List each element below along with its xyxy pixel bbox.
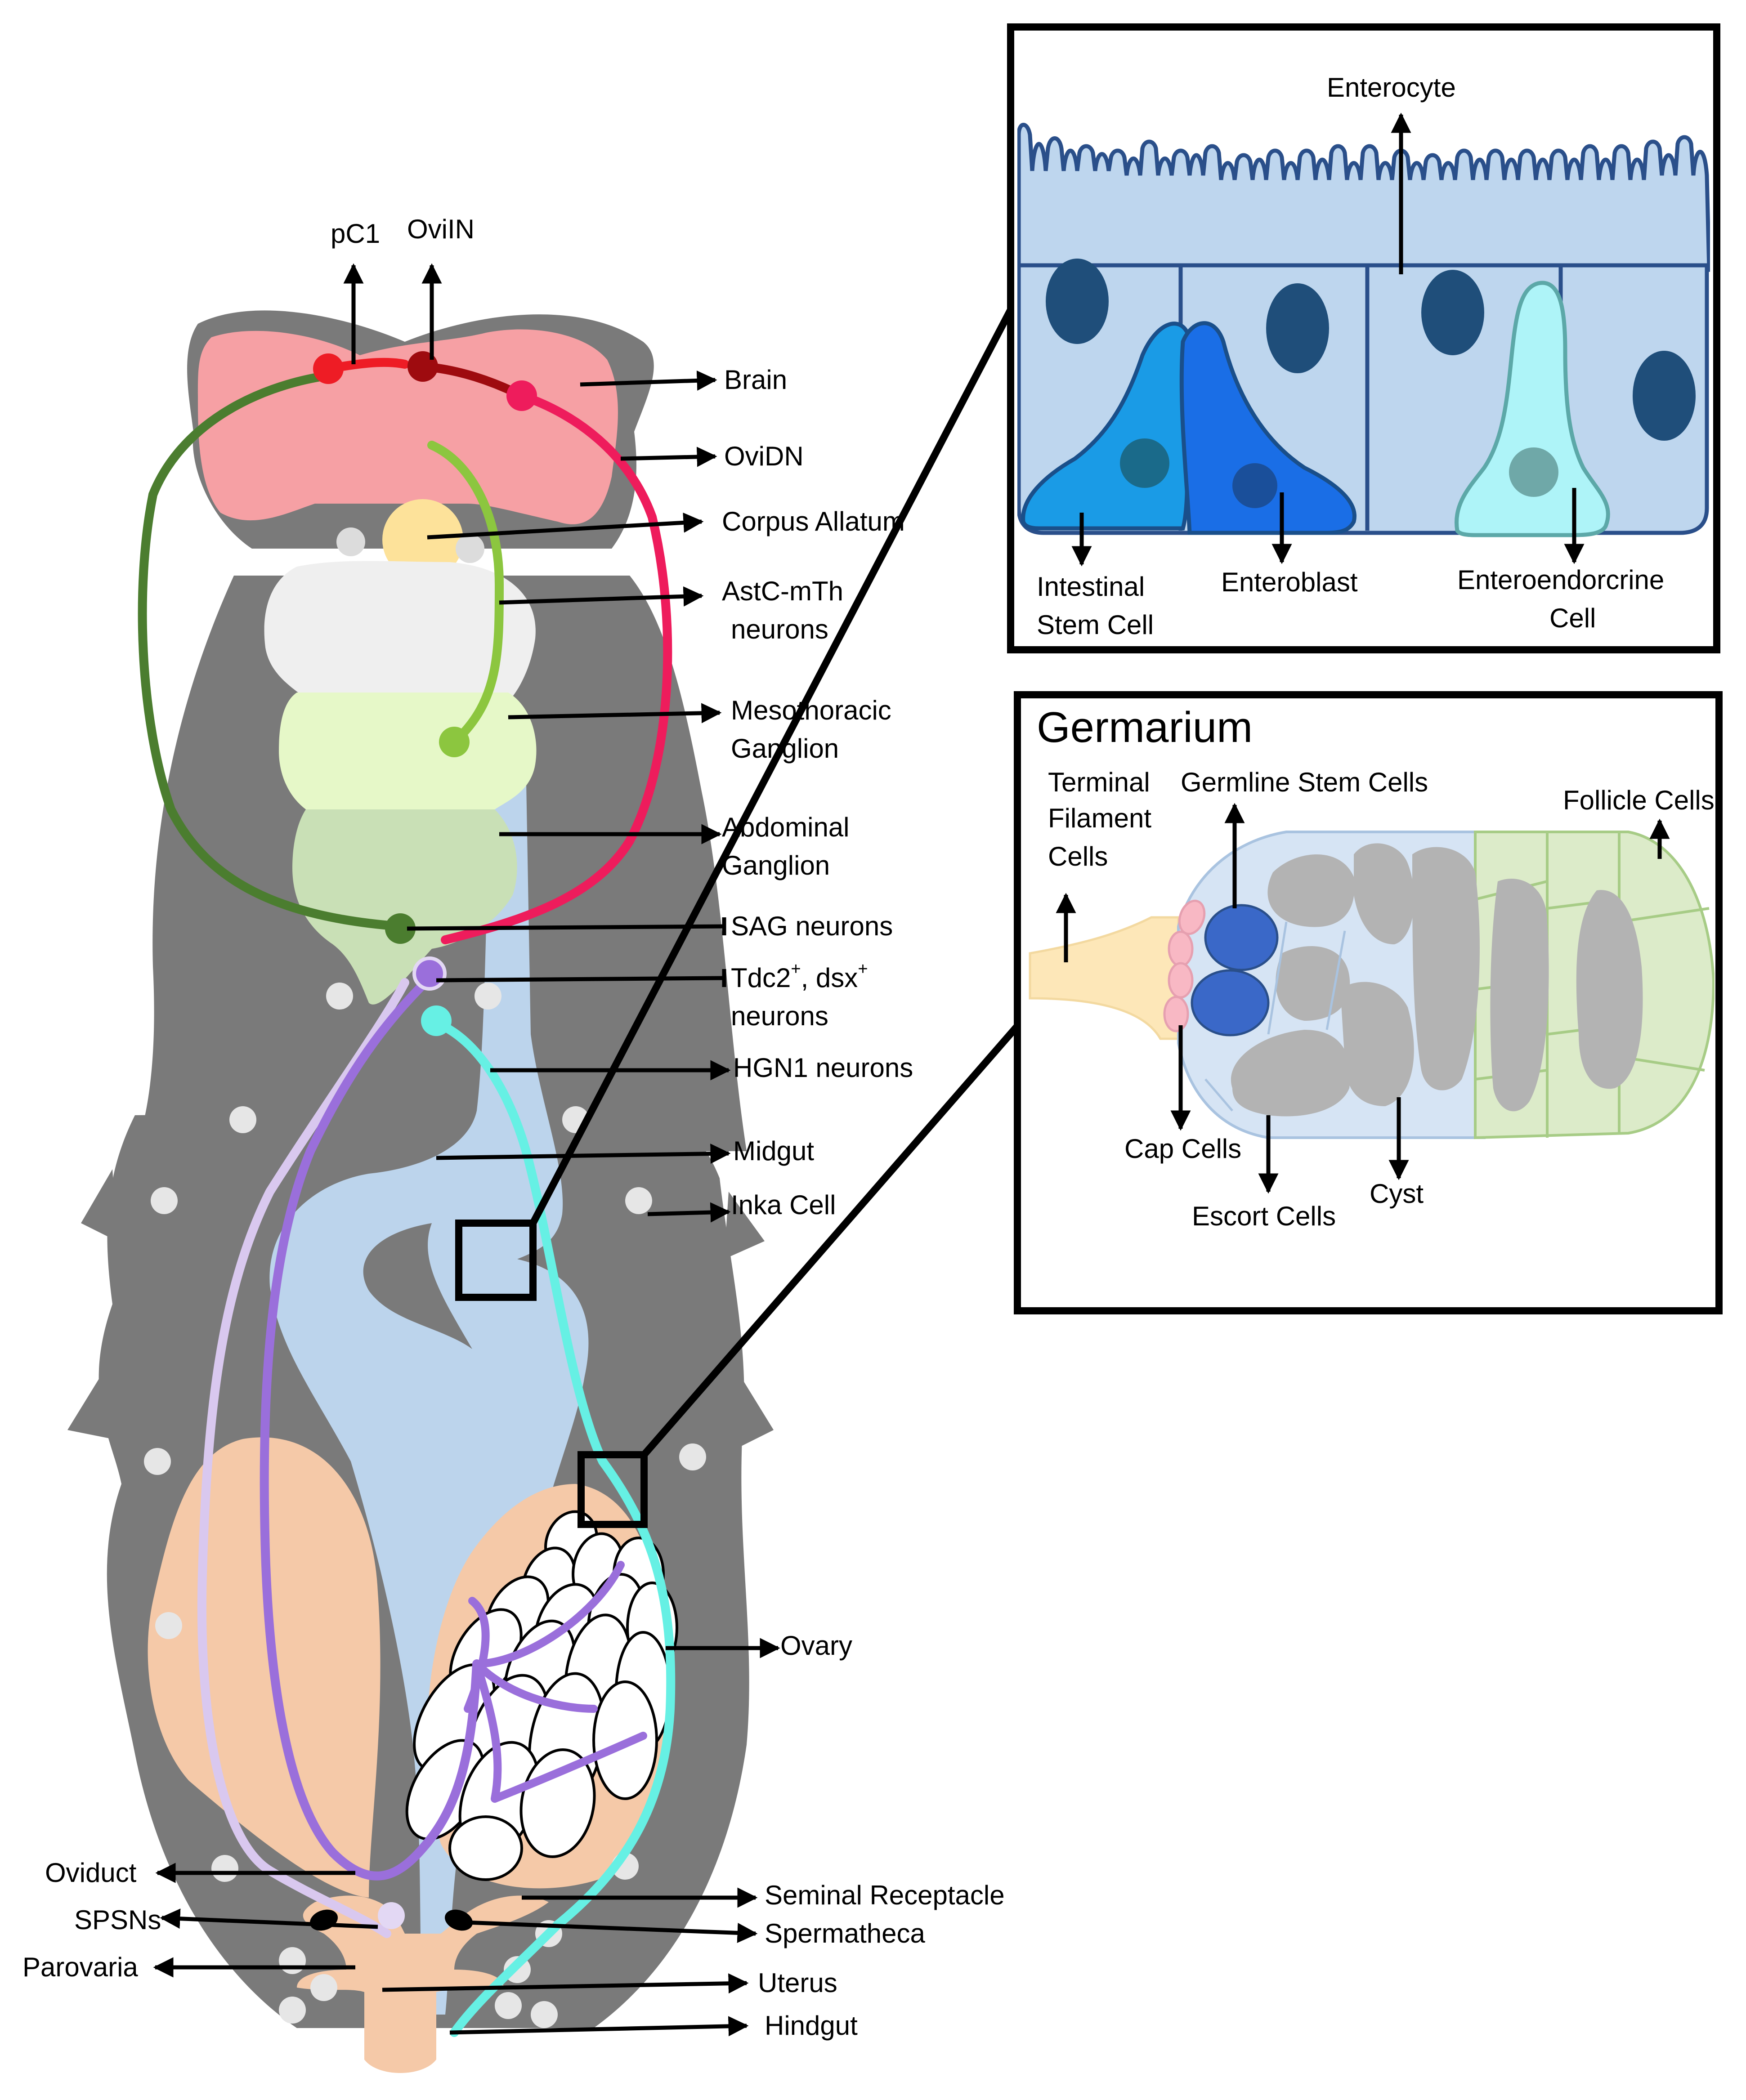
neurons <box>138 351 676 2037</box>
label-tdc2-line2: neurons <box>731 1001 828 1031</box>
midgut-fold-shadow <box>363 1223 472 1349</box>
germarium-title: Germarium <box>1037 703 1253 751</box>
label-enterocyte: Enterocyte <box>1327 72 1456 103</box>
label-gsc: Germline Stem Cells <box>1181 767 1428 797</box>
spsn-soma <box>378 1902 405 1929</box>
label-abd-line2: Ganglion <box>722 850 830 880</box>
enterocyte-nucleus <box>1633 351 1696 441</box>
label-ee-line1: Enteroendorcrine <box>1457 565 1664 595</box>
label-ovidn: OviDN <box>724 441 804 471</box>
label-parovaria: Parovaria <box>22 1952 138 1982</box>
label-spsns: SPSNs <box>74 1905 161 1935</box>
label-midgut: Midgut <box>733 1136 814 1166</box>
germarium-inset: Germarium <box>1014 691 1723 1314</box>
germline-stem-cell <box>1191 969 1270 1037</box>
germarium-zoom-line <box>641 1018 1025 1457</box>
corpus-allatum <box>382 499 463 580</box>
label-sag: SAG neurons <box>731 911 893 941</box>
label-inka: Inka Cell <box>731 1190 836 1220</box>
enteroendocrine-cell <box>1455 281 1610 537</box>
germarium-zoom-box <box>578 1451 648 1528</box>
label-uterus: Uterus <box>758 1968 837 1998</box>
mesothoracic-ganglion <box>279 693 537 809</box>
label-isc-line1: Intestinal <box>1037 572 1145 602</box>
body-labels: pC1 OviIN Brain OviDN Corpus Allatum Ast… <box>22 214 1005 2041</box>
astc-soma <box>439 727 470 757</box>
label-cyst: Cyst <box>1370 1179 1424 1209</box>
label-follicle: Follicle Cells <box>1563 785 1715 815</box>
midgut-zoom-box <box>455 1220 537 1301</box>
label-tdc2-line1: Tdc2+, dsx+ <box>731 960 868 993</box>
prothoracic-ganglion <box>264 561 536 701</box>
tdc2-soma <box>412 956 447 991</box>
enterocyte-nucleus <box>1266 283 1329 373</box>
abdominal-ganglion <box>292 809 517 1005</box>
ovidn-neuron <box>441 391 672 944</box>
label-escort: Escort Cells <box>1192 1201 1336 1231</box>
spermatheca-right <box>445 1909 473 1931</box>
enterocyte-nucleus <box>1046 259 1109 344</box>
astc-neuron <box>427 441 504 746</box>
tdc2-neuron-light <box>197 978 409 1938</box>
hgn1-soma <box>421 1005 452 1036</box>
label-ovary: Ovary <box>780 1631 852 1661</box>
brush-border <box>1017 123 1710 272</box>
label-arrows <box>153 263 780 2037</box>
reproductive-tract <box>297 1895 549 2073</box>
germline-stem-cell <box>1204 904 1279 971</box>
sag-soma <box>385 913 416 944</box>
label-tf-line1: Terminal <box>1048 767 1150 797</box>
label-cap: Cap Cells <box>1124 1134 1241 1164</box>
label-seminal: Seminal Receptacle <box>765 1880 1005 1910</box>
label-pc1: pC1 <box>331 219 380 249</box>
label-brain: Brain <box>724 365 787 395</box>
label-isc-line2: Stem Cell <box>1037 610 1154 640</box>
label-meso-line2: Ganglion <box>731 733 839 764</box>
label-abd-line1: Abdominal <box>722 812 850 842</box>
gut-epithelium-inset: Enterocyte Intestinal Stem Cell Enterobl… <box>1007 23 1720 653</box>
sag-neuron <box>138 371 405 931</box>
label-enteroblast: Enteroblast <box>1221 567 1358 597</box>
enteroblast-cell <box>1179 321 1357 535</box>
midgut-tube <box>269 782 589 2015</box>
brain <box>198 329 618 524</box>
enterocyte-nucleus <box>1421 270 1484 355</box>
tdc2-ovary-branches <box>464 1561 647 1803</box>
ovidn-soma <box>506 380 537 411</box>
tdc2-neuron <box>260 971 481 1881</box>
label-oviin: OviIN <box>407 214 475 244</box>
corpora-cardiaca-right <box>456 534 484 563</box>
label-tf-line3: Cells <box>1048 841 1108 871</box>
corpora-cardiaca-left <box>336 527 365 556</box>
label-astc-line2: neurons <box>731 614 828 644</box>
label-hgn1: HGN1 neurons <box>733 1053 913 1083</box>
label-tf-line2: Filament <box>1048 803 1151 833</box>
label-ee-line2: Cell <box>1549 603 1596 633</box>
label-corpus-allatum: Corpus Allatum <box>722 506 905 536</box>
label-spermatheca: Spermatheca <box>765 1918 925 1948</box>
label-astc-line1: AstC-mTh <box>722 576 843 606</box>
label-meso-line1: Mesothoracic <box>731 695 891 725</box>
egg-chambers <box>405 1510 678 1881</box>
label-hindgut: Hindgut <box>765 2011 858 2041</box>
label-oviduct: Oviduct <box>45 1858 137 1888</box>
pc1-soma <box>313 353 344 384</box>
